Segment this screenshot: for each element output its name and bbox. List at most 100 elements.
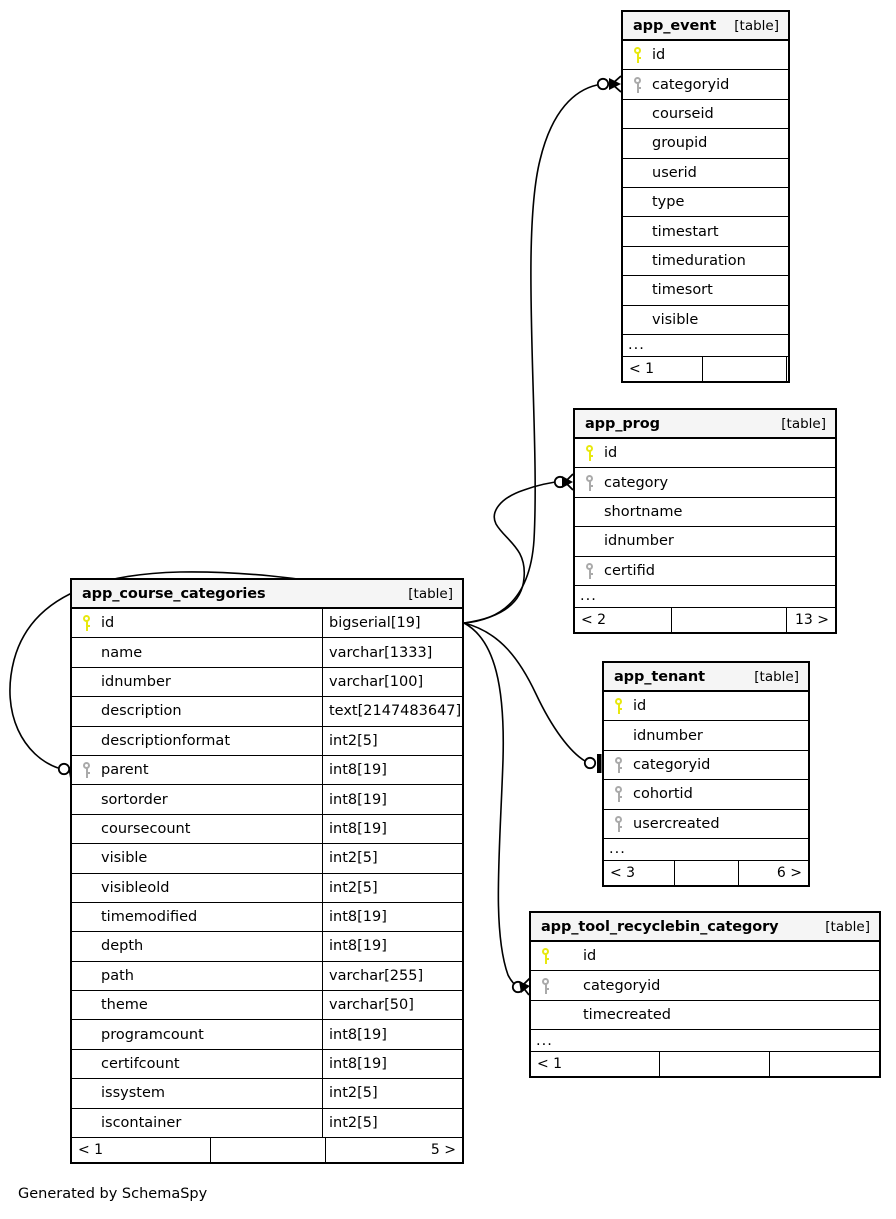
footer-cell-left[interactable]: < 3 [604, 860, 675, 885]
key-icon-none [582, 502, 599, 522]
column-row[interactable]: visible [623, 306, 788, 335]
key-icon-foreign [582, 561, 599, 581]
key-icon-none [79, 731, 96, 751]
key-icon-foreign [79, 760, 96, 780]
column-name-cell: timecreated [531, 1001, 879, 1029]
column-row[interactable]: cohortid [604, 780, 808, 810]
column-name-cell: name [72, 638, 323, 667]
footer-cell-left[interactable]: < 1 [623, 356, 703, 381]
column-row[interactable]: groupid [623, 129, 788, 159]
more-columns-ellipsis: ... [575, 586, 835, 608]
key-icon-none [79, 1054, 96, 1074]
column-type: bigserial[19] [329, 615, 421, 632]
edge-app-tenant-categoryid [463, 622, 586, 762]
footer-cell-middle[interactable] [672, 607, 787, 632]
column-label: courseid [652, 105, 714, 122]
column-row[interactable]: idnumber [575, 527, 835, 557]
column-type: int2[5] [329, 1114, 378, 1131]
column-type: varchar[255] [329, 967, 424, 984]
footer-cell-right[interactable]: 5 > [430, 1142, 456, 1159]
column-row[interactable]: name varchar[1333] [72, 638, 462, 668]
column-label: descriptionformat [101, 732, 230, 749]
column-row[interactable]: certifid [575, 557, 835, 586]
column-row[interactable]: categoryid [604, 751, 808, 781]
column-row[interactable]: idnumber [604, 721, 808, 751]
column-row[interactable]: id [623, 41, 788, 71]
footer-cell-middle[interactable] [675, 860, 739, 885]
footer-cell-right[interactable] [787, 357, 799, 381]
column-name-cell: sortorder [72, 785, 323, 814]
column-row[interactable]: timecreated [531, 1001, 879, 1031]
footer-cell-left[interactable]: < 1 [531, 1052, 660, 1077]
column-row[interactable]: userid [623, 159, 788, 188]
column-label: groupid [652, 135, 708, 152]
column-row[interactable]: id [575, 439, 835, 469]
column-row[interactable]: id [531, 942, 879, 972]
column-row[interactable]: timestart [623, 217, 788, 247]
column-name-cell: parent [72, 755, 323, 785]
column-name-cell: programcount [72, 1020, 323, 1049]
column-type: int8[19] [329, 909, 387, 926]
key-icon-none [79, 1025, 96, 1045]
column-name-cell: timeduration [623, 247, 788, 275]
table-kind-label: [table] [754, 668, 799, 685]
column-row[interactable]: category [575, 468, 835, 498]
footer-cell-right[interactable]: 13 > [795, 611, 829, 628]
column-name-cell: certifid [575, 557, 835, 585]
column-type: varchar[50] [329, 997, 414, 1014]
column-row[interactable]: timeduration [623, 247, 788, 277]
key-icon-none [630, 192, 647, 212]
column-label: visible [101, 850, 148, 867]
column-row[interactable]: usercreated [604, 810, 808, 839]
column-name-cell: visibleold [72, 873, 323, 902]
column-row[interactable]: type [623, 188, 788, 218]
column-type: varchar[1333] [329, 644, 433, 661]
footer-cell-middle[interactable] [211, 1138, 326, 1163]
column-label: categoryid [633, 756, 711, 773]
column-row[interactable]: categoryid [531, 971, 879, 1001]
footer-cell-left[interactable]: < 2 [575, 607, 672, 632]
footer-cell-right[interactable] [770, 1052, 879, 1076]
footer-cell-left[interactable]: < 1 [72, 1138, 211, 1163]
column-name-cell: theme [72, 991, 323, 1020]
column-row[interactable]: theme varchar[50] [72, 991, 462, 1021]
column-name-cell: idnumber [575, 527, 835, 555]
key-icon-foreign [611, 784, 628, 804]
column-name-cell: depth [72, 932, 323, 961]
footer-cell-middle[interactable] [703, 356, 787, 381]
column-row[interactable]: timesort [623, 276, 788, 306]
more-columns-ellipsis: ... [604, 839, 808, 861]
footer-cell-middle[interactable] [660, 1052, 770, 1077]
footer-cell-right[interactable]: 6 > [776, 864, 802, 881]
column-row[interactable]: courseid [623, 100, 788, 130]
column-row[interactable]: shortname [575, 498, 835, 528]
column-row[interactable]: categoryid [623, 70, 788, 100]
column-name-cell: id [604, 692, 808, 720]
column-name-cell: timesort [623, 276, 788, 304]
column-label: timesort [652, 282, 713, 299]
column-name-cell: timestart [623, 217, 788, 245]
key-icon-foreign [611, 814, 628, 834]
column-row[interactable]: id [604, 692, 808, 722]
